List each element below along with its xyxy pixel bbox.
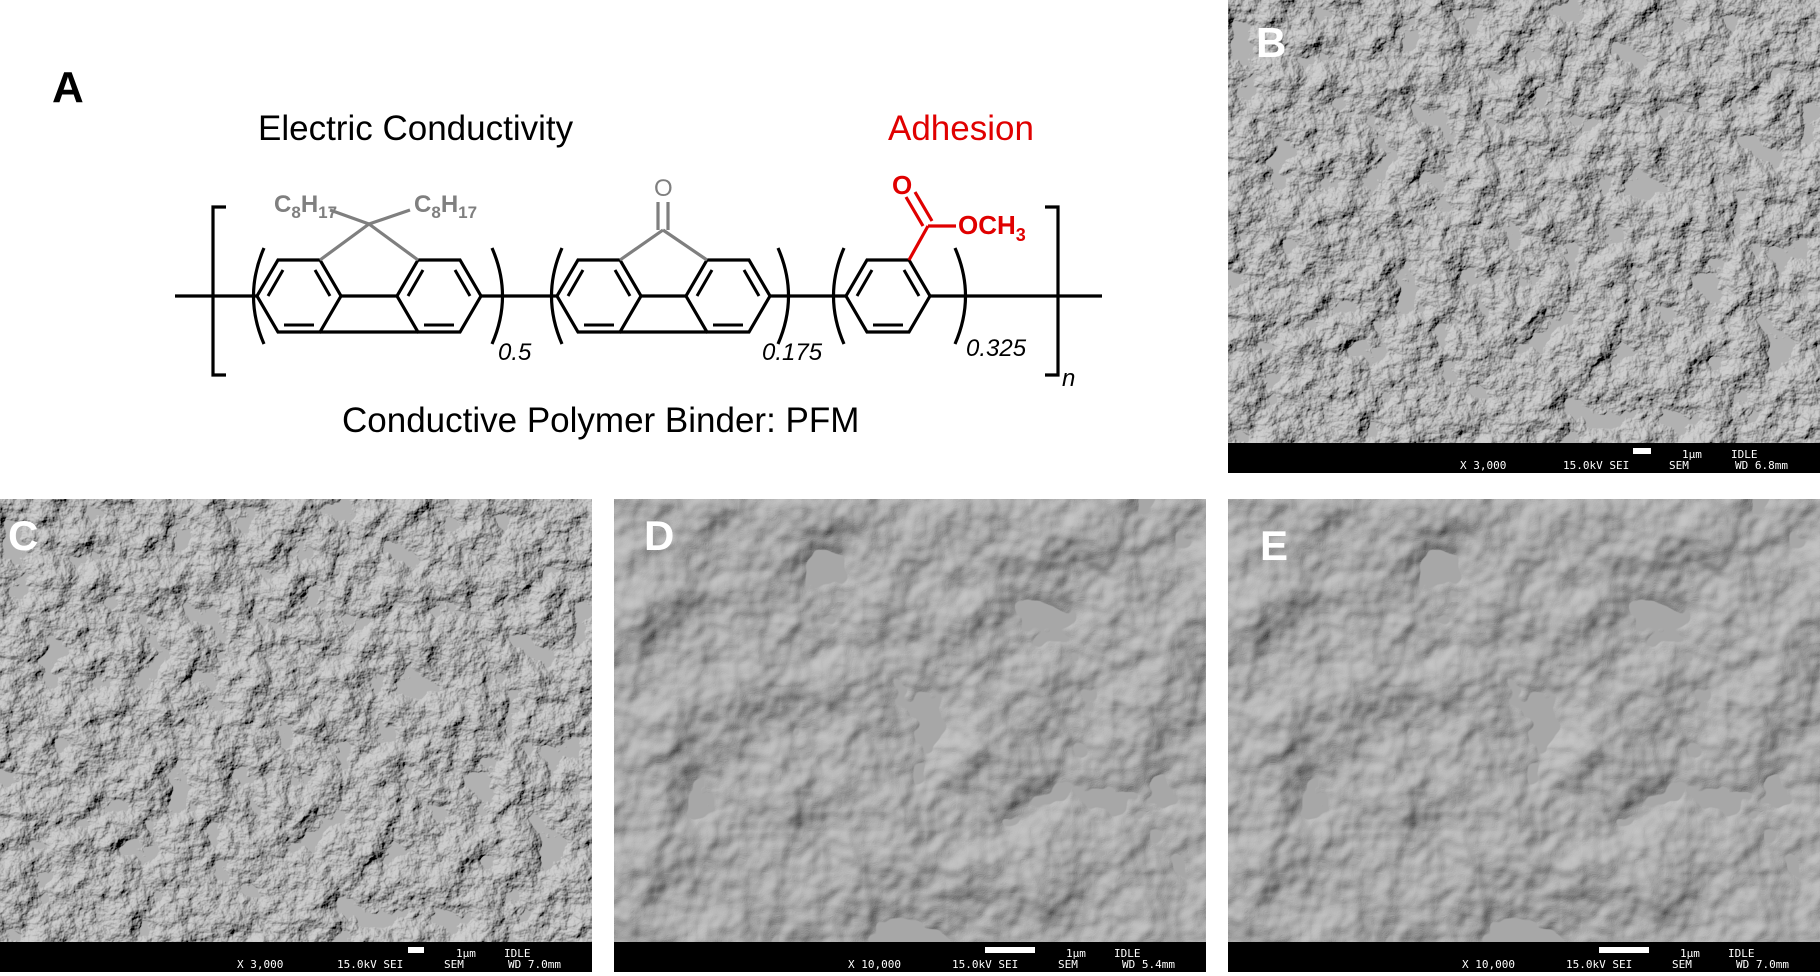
sem-image-c: C 1µm IDLE X 3,000 15.0kV SEI SEM WD 7.0… [0,499,592,972]
mode-label: SEM [444,958,464,971]
sem-texture [0,499,592,972]
voltage-detector: 15.0kV SEI [1563,459,1630,472]
scale-bar [408,947,424,953]
scale-label: 1µm [1680,947,1700,960]
sem-texture [1228,0,1820,473]
sem-texture [614,499,1206,972]
sem-info-bar: 1µm IDLE X 3,000 15.0kV SEI SEM WD 7.0mm [0,942,592,972]
scale-bar [985,947,1035,953]
voltage-detector: 15.0kV SEI [337,958,404,971]
status-label: IDLE [1731,448,1758,461]
magnification: X 10,000 [848,958,901,971]
status-label: IDLE [504,947,531,960]
panel-a-letter: A [52,63,84,112]
alkyl-right-label: C8H17 [414,191,477,222]
scale-bar [1599,947,1649,953]
magnification: X 3,000 [237,958,284,971]
scale-label: 1µm [456,947,476,960]
voltage-detector: 15.0kV SEI [952,958,1019,971]
mode-label: SEM [1058,958,1078,971]
scale-label: 1µm [1066,947,1086,960]
sem-info-bar: 1µm IDLE X 3,000 15.0kV SEI SEM WD 6.8mm [1228,443,1820,473]
subscript-ester: 0.325 [966,335,1027,362]
panel-letter: D [644,512,675,559]
structure-caption: Conductive Polymer Binder: PFM [342,401,859,440]
scale-bar [1633,448,1651,454]
working-distance: WD 7.0mm [1736,958,1789,971]
sem-info-bar: 1µm IDLE X 10,000 15.0kV SEI SEM WD 7.0m… [1228,942,1820,972]
magnification: X 3,000 [1460,459,1507,472]
working-distance: WD 6.8mm [1735,459,1788,472]
voltage-detector: 15.0kV SEI [1566,958,1633,971]
mode-label: SEM [1672,958,1692,971]
mode-label: SEM [1669,459,1689,472]
ester-methoxy-label: OCH3 [958,210,1026,245]
panel-letter: C [8,512,39,559]
scale-label: 1µm [1682,448,1702,461]
status-label: IDLE [1114,947,1141,960]
sem-image-e: E 1µm IDLE X 10,000 15.0kV SEI SEM WD 7.… [1228,499,1820,972]
magnification: X 10,000 [1462,958,1515,971]
adhesion-label: Adhesion [888,109,1034,148]
pfm-structure-diagram: Electric Conductivity Adhesion n [175,109,1102,440]
panel-letter: B [1256,19,1287,66]
sem-image-d: D 1µm IDLE X 10,000 15.0kV SEI SEM WD 5.… [614,499,1206,972]
panel-letter: E [1260,522,1289,569]
working-distance: WD 5.4mm [1122,958,1175,971]
electric-conductivity-label: Electric Conductivity [258,109,574,148]
ketone-oxygen-label: O [654,175,673,202]
working-distance: WD 7.0mm [508,958,561,971]
sem-image-b: B 1µm IDLE X 3,000 15.0kV SEI SEM WD 6.8… [1228,0,1820,473]
status-label: IDLE [1728,947,1755,960]
subscript-fluorene: 0.5 [498,339,532,366]
sem-texture [1228,499,1820,972]
ester-carbonyl-oxygen: O [892,170,912,200]
subscript-fluorenone: 0.175 [762,339,823,366]
sem-info-bar: 1µm IDLE X 10,000 15.0kV SEI SEM WD 5.4m… [614,942,1206,972]
subscript-n: n [1062,365,1075,392]
alkyl-left-label: C8H17 [274,191,337,222]
